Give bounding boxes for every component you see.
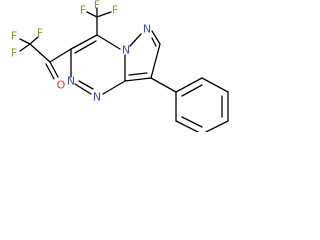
atom-nitrogen: N bbox=[122, 44, 130, 57]
atom-fluorine: F bbox=[11, 30, 17, 43]
bond-ph1-ph2 bbox=[175, 77, 203, 93]
atom-fluorine: F bbox=[11, 47, 17, 60]
bond-cf3a-carbonyl bbox=[29, 43, 51, 63]
bond-c4-n5 bbox=[96, 34, 121, 50]
bond-c3-c4 bbox=[70, 34, 98, 50]
molecule-svg: F F F F F F O N N N N bbox=[11, 0, 229, 132]
atom-fluorine: F bbox=[94, 0, 100, 12]
bond-n6-c7-inner bbox=[151, 37, 157, 47]
atom-fluorine: F bbox=[80, 4, 86, 17]
bond-cf3a-f3 bbox=[19, 43, 31, 52]
bond-c3-c4-inner bbox=[74, 40, 97, 54]
atom-label-layer: F F F F F F O N N N N bbox=[11, 0, 151, 104]
bond-cf3a-f2 bbox=[29, 36, 39, 45]
molecule-structure-diagram: F F F F F F O N N N N bbox=[0, 0, 251, 132]
bond-c9-n1 bbox=[102, 80, 126, 95]
bond-c7-c8 bbox=[150, 43, 161, 79]
bond-c8-c9 bbox=[124, 77, 152, 82]
bond-carbonyl-o-2 bbox=[45, 63, 55, 80]
bond-n1-n2 bbox=[74, 83, 92, 95]
bond-ph5-ph6 bbox=[175, 120, 200, 132]
bond-ph2-ph3 bbox=[201, 77, 229, 93]
atom-nitrogen: N bbox=[67, 75, 75, 88]
bond-ph-inner-3 bbox=[181, 116, 203, 128]
bond-carbonyl-ring bbox=[49, 48, 72, 63]
bond-layer bbox=[19, 7, 229, 132]
bond-n1-n2-inner bbox=[78, 80, 94, 90]
atom-fluorine: F bbox=[37, 27, 43, 40]
bond-ph4-ph5 bbox=[204, 120, 229, 132]
bond-n6-c7 bbox=[151, 30, 161, 45]
bond-carbonyl-o-1 bbox=[49, 61, 59, 78]
atom-fluorine: F bbox=[112, 4, 118, 17]
atom-oxygen: O bbox=[57, 79, 66, 92]
bond-n5-n6 bbox=[129, 33, 142, 47]
bond-cf3b-f3 bbox=[96, 11, 112, 18]
bond-cf3b-f1 bbox=[86, 11, 98, 18]
atom-nitrogen: N bbox=[93, 91, 101, 104]
bond-ph-inner-1 bbox=[181, 84, 203, 97]
bond-c8-phenyl bbox=[150, 77, 177, 93]
bond-cf3a-f1 bbox=[19, 38, 31, 45]
atom-nitrogen: N bbox=[143, 23, 151, 36]
bond-c8-c9-inner bbox=[128, 72, 148, 76]
